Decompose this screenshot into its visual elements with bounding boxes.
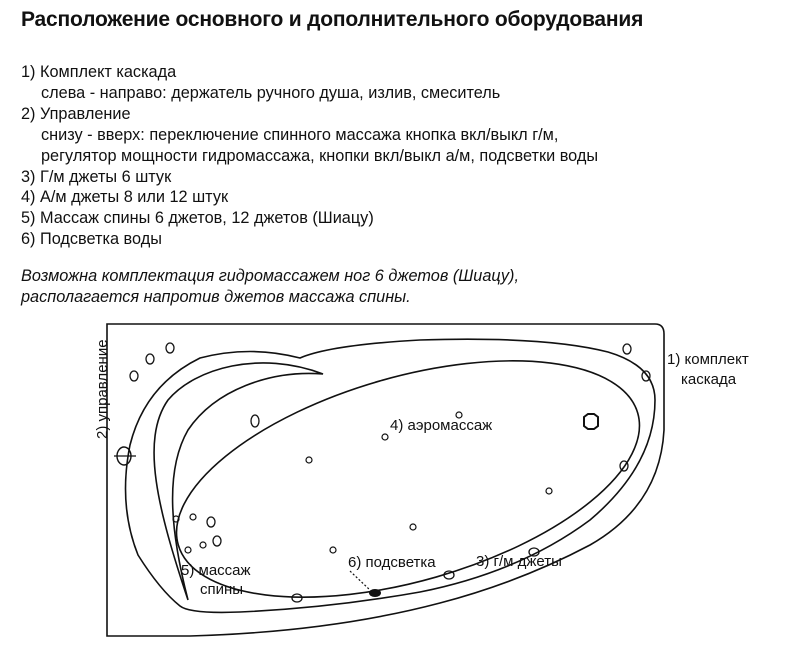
label-back-2: спины [200,581,243,598]
aero-jets [172,411,553,554]
rim-jets [129,342,651,603]
list-item-hydro-jets: 3) Г/м джеты 6 штук [21,167,172,186]
aero-jet [329,546,337,554]
aero-jet [189,513,197,521]
drain-icon [583,413,599,430]
rim-jet [291,593,303,603]
note-line-1: Возможна комплектация гидромассажем ног … [21,267,519,285]
bathtub-inner-rim [124,338,656,614]
rim-jet [129,370,139,382]
water-light-pointer [349,570,371,591]
rim-jet [145,353,155,365]
label-jets: 3) г/м джеты [476,553,562,570]
rim-jet [641,370,651,382]
list-item-cascade-detail: слева - направо: держатель ручного душа,… [41,83,501,102]
rim-jet [165,342,175,354]
note: Возможна комплектация гидромассажем ног … [21,266,519,308]
label-control: 2) управление [94,339,111,439]
bathtub-basin [175,360,641,598]
label-cascade-1: 1) комплект [667,351,749,368]
list-item-control-detail-1: снизу - вверх: переключение спинного мас… [41,125,559,144]
rim-jet [212,535,222,547]
page-title: Расположение основного и дополнительного… [21,8,644,31]
aero-jet [381,433,389,441]
bathtub-outer-rim [106,323,665,637]
aero-jet [184,546,192,554]
label-cascade-2: каскада [681,371,737,388]
label-light: 6) подсветка [348,554,436,571]
label-aero: 4) аэромассаж [390,417,492,434]
note-line-2: располагается напротив джетов массажа сп… [21,288,411,306]
list-item-air-jets: 4) А/м джеты 8 или 12 штук [21,188,229,207]
list-item-back-massage: 5) Массаж спины 6 джетов, 12 джетов (Шиа… [21,209,374,228]
rim-jet [250,414,260,428]
aero-jet [172,515,180,523]
aero-jet [545,487,553,495]
list-item-control-detail-2: регулятор мощности гидромассажа, кнопки … [41,146,599,165]
backrest [153,362,324,601]
aero-jet [305,456,313,464]
water-light-icon [369,589,381,597]
equipment-list: 1) Комплект каскада слева - направо: дер… [21,62,598,250]
label-back-1: 5) массаж [181,562,251,579]
rim-jet [622,343,632,355]
list-item-water-light: 6) Подсветка воды [21,230,162,249]
rim-jet [528,547,540,557]
rim-jet [443,570,455,580]
rim-jet [206,516,216,528]
aero-jet [409,523,417,531]
rim-jet [619,460,629,472]
aero-jet [199,541,207,549]
list-item-control: 2) Управление [21,104,131,123]
aero-jet [455,411,463,419]
list-item-cascade: 1) Комплект каскада [21,63,177,81]
